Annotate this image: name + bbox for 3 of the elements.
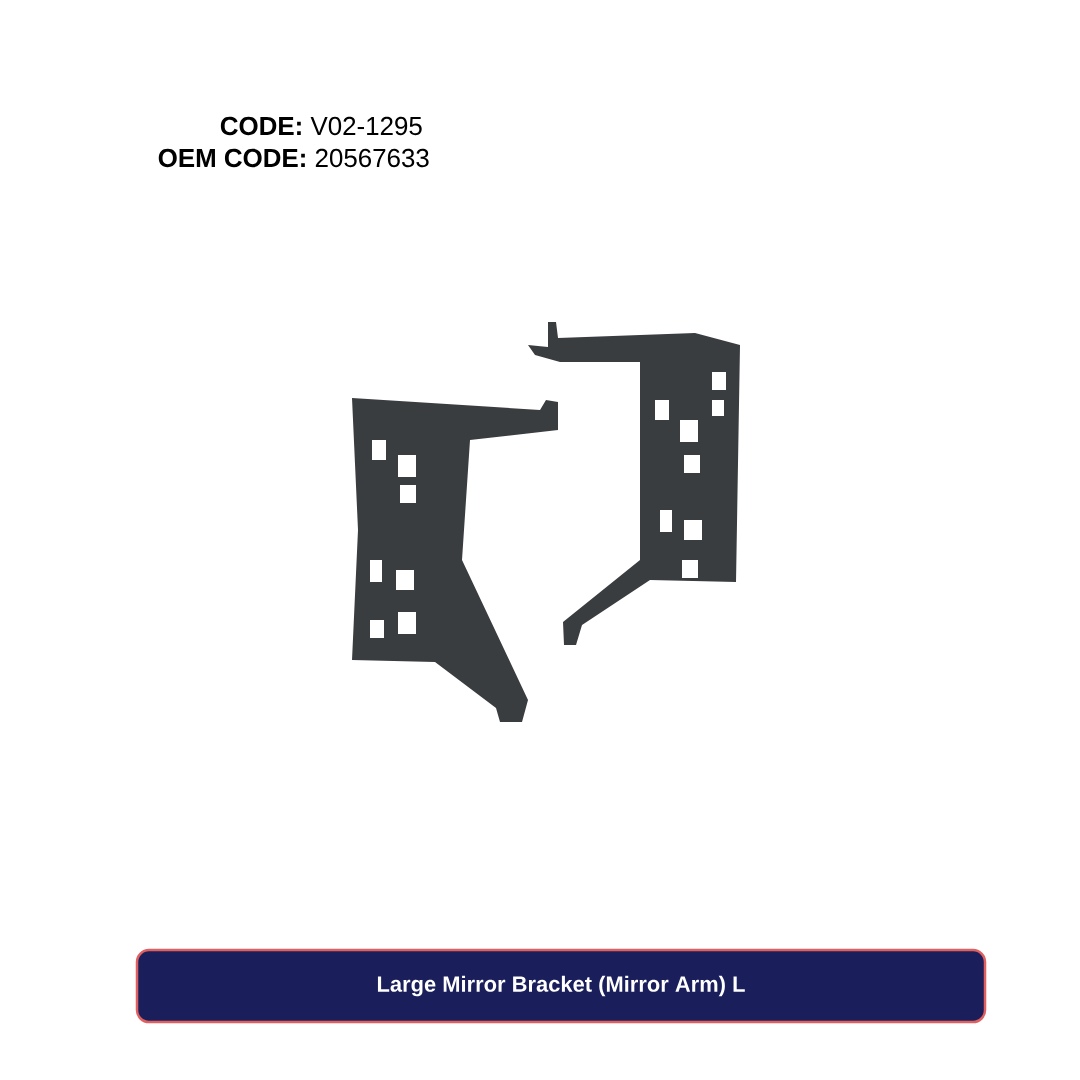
- title-banner: Large Mirror Bracket (Mirror Arm) L: [135, 948, 987, 1024]
- code-label: CODE: V02-1295: [220, 116, 422, 136]
- code-label: OEM CODE: 20567633: [158, 148, 429, 168]
